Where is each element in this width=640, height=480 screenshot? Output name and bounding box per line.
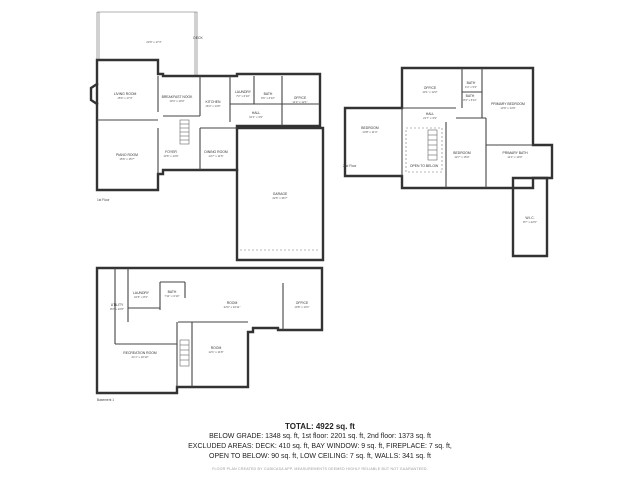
- room-dims: 4'4" x 5'3": [465, 85, 477, 89]
- room-dims: 23'9" x 17'3": [146, 40, 161, 44]
- floor-label: 1st Floor: [97, 198, 110, 202]
- room-dims: 10'6" x 8'3": [134, 295, 148, 299]
- room-name: HALL: [252, 111, 261, 115]
- stairs: [427, 129, 438, 161]
- room-name: ROOM: [211, 346, 222, 350]
- room-name: LAUNDRY: [235, 90, 252, 94]
- area-breakdown: BELOW GRADE: 1348 sq. ft, 1st floor: 220…: [209, 433, 431, 440]
- stairs: [179, 119, 190, 145]
- room-name: UTILITY: [111, 303, 124, 307]
- open-to-below-area: [405, 127, 443, 173]
- room-name: BATH: [168, 290, 177, 294]
- room-dims: 16'4" x 14'6": [205, 104, 220, 108]
- room-dims: 15'6" x 17'3": [117, 96, 132, 100]
- room-dims: 13'1" x 12'2": [422, 90, 437, 94]
- basement-exterior-wall: [95, 266, 324, 395]
- room-dims: 13'6" x 14'6": [163, 154, 178, 158]
- room-name: ROOM: [227, 301, 238, 305]
- area-summary: TOTAL: 4922 sq. ft BELOW GRADE: 1348 sq.…: [0, 421, 640, 473]
- wic-wall: [511, 176, 549, 258]
- disclaimer-text: FLOOR PLAN CREATED BY CUBICASA APP. MEAS…: [212, 467, 428, 471]
- room-name: BATH: [466, 94, 475, 98]
- room-dims: 22'6" x 16'11": [224, 305, 241, 309]
- room-name: OFFICE: [424, 86, 437, 90]
- first-floor-plan: DECK 23'9" x 17'3" LIVING ROOM 15'6" x 1…: [89, 11, 325, 262]
- room-dims: 15'6" x 15'7": [119, 157, 134, 161]
- room-dims: 11'4" x 10'0": [507, 155, 522, 159]
- room-dims: 13'8" x 11'4": [362, 130, 377, 134]
- room-name: BATH: [264, 92, 273, 96]
- room-dims: 12'1" x 11'8": [208, 350, 223, 354]
- room-dims: 14'7" x 11'5": [208, 154, 223, 158]
- room-dims: 22'6" x 36'7": [272, 196, 287, 200]
- room-name: DECK: [193, 36, 203, 40]
- room-dims: 21'1" x 16'10": [132, 355, 149, 359]
- room-name: OFFICE: [296, 301, 309, 305]
- basement-plan: LAUNDRY 10'6" x 8'3" BATH 7'11" x 6'10" …: [95, 266, 324, 402]
- floor-label: 2nd Floor: [343, 164, 357, 168]
- room-name: BEDROOM: [453, 151, 471, 155]
- room-dims: 10'8" x 13'1": [294, 305, 309, 309]
- room-name: OFFICE: [294, 96, 307, 100]
- room-name: W.I.C.: [525, 216, 534, 220]
- excluded-areas: EXCLUDED AREAS: DECK: 410 sq. ft, BAY WI…: [188, 443, 452, 450]
- excluded-areas-continued: OPEN TO BELOW: 90 sq. ft, LOW CEILING: 7…: [209, 453, 431, 460]
- total-area: TOTAL: 4922 sq. ft: [285, 422, 355, 431]
- room-name: LIVING ROOM: [114, 92, 137, 96]
- stairs: [179, 339, 190, 367]
- room-name: PRIMARY BEDROOM: [491, 102, 525, 106]
- room-name: KITCHEN: [206, 100, 221, 104]
- room-name: DINING ROOM: [204, 150, 228, 154]
- bay-window: [89, 82, 99, 106]
- room-dims: 7'11" x 6'10": [164, 294, 179, 298]
- room-name: PRIMARY BATH: [502, 151, 528, 155]
- first-floor-exterior-wall: [95, 58, 322, 192]
- room-dims: 8'3" x 10'8": [110, 307, 124, 311]
- room-dims: 21'7" x 3'9": [423, 116, 437, 120]
- garage-wall: [235, 126, 325, 262]
- room-name: FOYER: [165, 150, 177, 154]
- room-name: HALL: [426, 112, 435, 116]
- room-dims: 8'4" x 6'11": [463, 98, 477, 102]
- room-dims: 7'2" x 6'10": [236, 94, 250, 98]
- room-name: OPEN TO BELOW: [410, 164, 439, 168]
- floor-label: Basement 1: [97, 398, 114, 402]
- room-name: BEDROOM: [361, 126, 379, 130]
- room-dims: 11'4" x 12'1": [292, 100, 307, 104]
- deck-outline: [97, 11, 198, 77]
- room-name: BREAKFAST NOOK: [162, 95, 194, 99]
- room-dims: 10'1" x 3'9": [249, 115, 263, 119]
- room-dims: 10'4" x 10'0": [169, 99, 184, 103]
- room-dims: 6'6" x 6'10": [261, 96, 275, 100]
- room-name: PIANO ROOM: [116, 153, 138, 157]
- room-dims: 8'7" x 22'6": [523, 220, 537, 224]
- room-name: GARAGE: [273, 192, 288, 196]
- room-name: RECREATION ROOM: [123, 351, 157, 355]
- room-dims: 12'7" x 15'0": [454, 155, 469, 159]
- second-floor-plan: OFFICE 13'1" x 12'2" BATH 4'4" x 5'3" BA…: [343, 66, 554, 258]
- room-name: LAUNDRY: [133, 291, 150, 295]
- room-name: BATH: [467, 81, 476, 85]
- room-dims: 13'9" x 14'9": [500, 106, 515, 110]
